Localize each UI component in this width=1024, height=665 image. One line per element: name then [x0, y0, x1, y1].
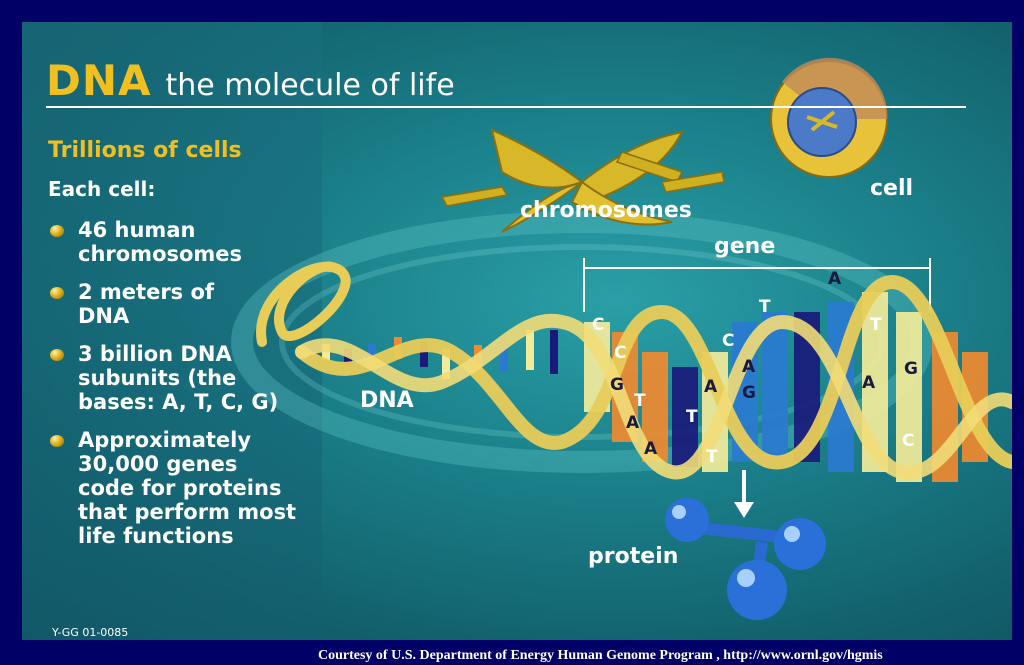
figure-code: Y-GG 01-0085	[52, 626, 129, 639]
dna-helix-icon	[256, 261, 1012, 482]
cell-icon	[770, 57, 888, 178]
base-letter: T	[759, 297, 771, 317]
base-letter: C	[614, 343, 626, 363]
fact-item: Approximately 30,000 genes code for prot…	[48, 428, 348, 548]
subheading: Trillions of cells	[48, 138, 242, 163]
credit-line: Courtesy of U.S. Department of Energy Hu…	[318, 648, 883, 663]
base-pair-rung	[672, 367, 698, 467]
cell-label: cell	[870, 176, 914, 201]
dna-label: DNA	[360, 388, 414, 413]
base-letter: A	[742, 357, 756, 377]
base-letter: A	[862, 373, 876, 393]
base-letter: T	[706, 447, 718, 467]
base-pair-rung	[368, 344, 376, 364]
bullet-icon	[50, 287, 64, 299]
arrow-icon	[734, 470, 754, 518]
base-pair-rung	[420, 341, 428, 367]
base-pair-rung	[526, 330, 534, 370]
bullet-icon	[50, 225, 64, 237]
fact-list: 46 human chromosomes 2 meters of DNA 3 b…	[48, 218, 348, 562]
page-title: DNA the molecule of life	[46, 56, 455, 105]
fact-item: 3 billion DNA subunits (the bases: A, T,…	[48, 342, 348, 414]
base-letter: G	[610, 375, 624, 395]
base-letter: T	[634, 391, 646, 411]
base-letter: T	[870, 315, 882, 335]
title-divider	[46, 106, 966, 108]
chromosome-icon	[440, 128, 725, 233]
base-letter: A	[626, 413, 640, 433]
bullet-icon	[50, 435, 64, 447]
fact-text: Approximately 30,000 genes code for prot…	[78, 428, 297, 548]
protein-label: protein	[588, 544, 679, 569]
title-rest: the molecule of life	[165, 68, 455, 103]
base-letter: G	[904, 359, 918, 379]
base-pair-rung	[896, 312, 922, 482]
base-letter: A	[644, 439, 658, 459]
gene-bracket	[583, 258, 931, 312]
gene-label: gene	[714, 234, 776, 259]
base-pair-rung	[550, 330, 558, 374]
base-letter: G	[742, 383, 756, 403]
base-pair-rung	[500, 337, 508, 371]
base-letter: A	[828, 269, 842, 289]
base-letter: C	[722, 331, 734, 351]
fact-text: 2 meters of DNA	[78, 280, 215, 328]
base-letter: A	[704, 377, 718, 397]
base-letter: T	[686, 407, 698, 427]
fact-item: 2 meters of DNA	[48, 280, 348, 328]
base-letter: C	[592, 315, 604, 335]
fact-text: 3 billion DNA subunits (the bases: A, T,…	[78, 342, 279, 414]
bullet-icon	[50, 349, 64, 361]
chromosomes-label: chromosomes	[520, 198, 692, 223]
fact-text: 46 human chromosomes	[78, 218, 243, 266]
base-pair-rung	[442, 349, 450, 379]
fact-item: 46 human chromosomes	[48, 218, 348, 266]
base-letter: C	[902, 431, 914, 451]
each-cell-label: Each cell:	[48, 177, 156, 201]
title-strong: DNA	[46, 56, 152, 105]
protein-icon	[665, 498, 826, 620]
left-column	[22, 22, 322, 640]
